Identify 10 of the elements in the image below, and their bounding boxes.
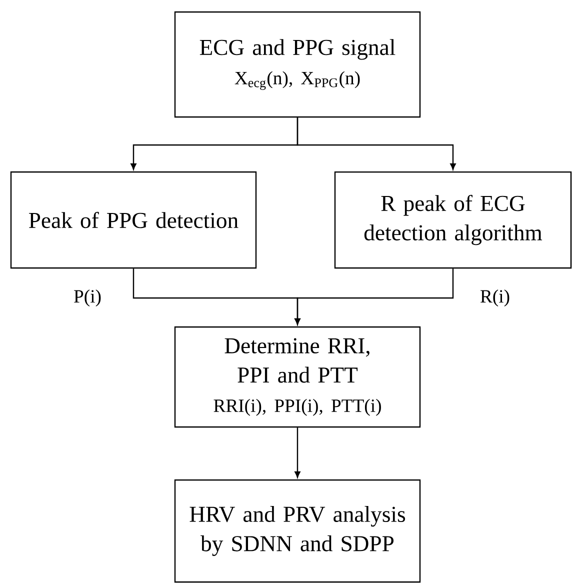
arrow bbox=[294, 428, 300, 478]
process-box: Determine RRI, PPI and PTT RRI(i), PPI(i), PTT(i) bbox=[174, 326, 421, 428]
edge-label: R(i) bbox=[480, 290, 510, 306]
process-box: HRV and PRV analysis by SDNN and SDPP bbox=[174, 479, 421, 583]
arrow bbox=[294, 268, 454, 325]
process-box: R peak of ECG detection algorithm bbox=[334, 171, 572, 269]
process-box: Peak of PPG detection bbox=[10, 171, 257, 269]
process-box: ECG and PPG signal X$_{ecg}$(n), X$_{PPG}$(n) bbox=[174, 11, 421, 118]
edge-label: P(i) bbox=[74, 290, 101, 306]
arrow bbox=[296, 118, 456, 170]
